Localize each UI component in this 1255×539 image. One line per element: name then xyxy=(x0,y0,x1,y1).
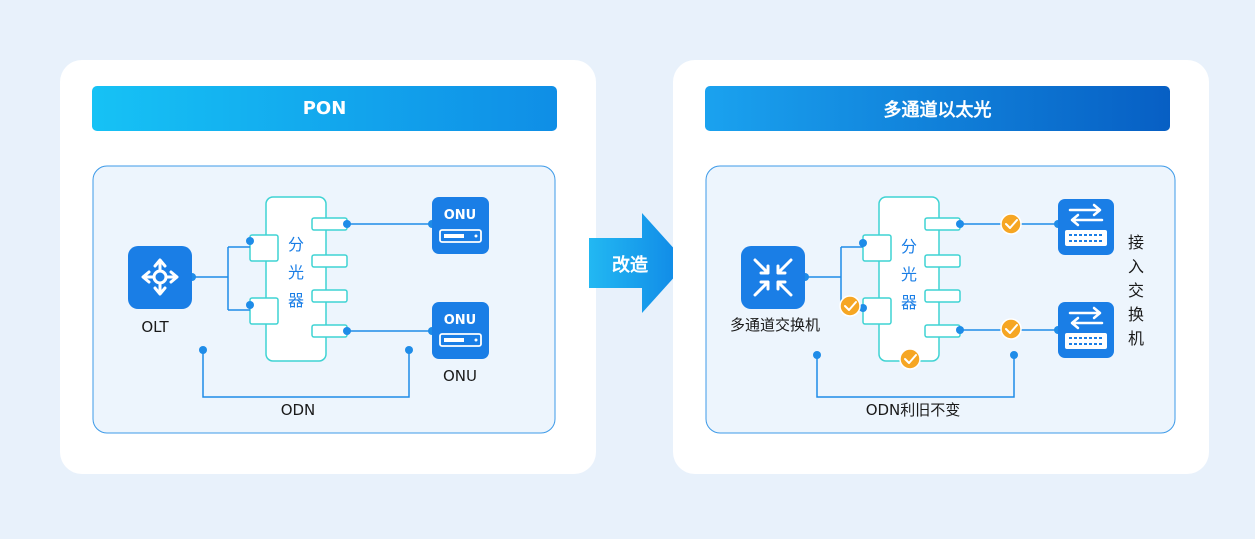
eth-odn-dot-left xyxy=(813,351,821,359)
eth-splitter-in-port-1 xyxy=(862,234,892,262)
pon-card: PON 分 光 器 xyxy=(60,60,596,474)
onu-icon-1 xyxy=(432,197,489,254)
eth-odn-bracket xyxy=(816,355,1015,398)
eth-splitter-in-port-2 xyxy=(862,297,892,325)
pon-splitter-out-port-1 xyxy=(311,217,348,231)
multichannel-switch-icon xyxy=(741,246,805,309)
eth-splitter-out-port-1 xyxy=(924,217,961,231)
check-icon-2 xyxy=(1000,318,1022,340)
access-switch-icon-1 xyxy=(1058,199,1114,255)
pon-splitter-in-dot-1 xyxy=(246,237,254,245)
eth-out-dot-1 xyxy=(956,220,964,228)
pon-title: PON xyxy=(92,86,557,131)
access-switch-char-3: 交 xyxy=(1128,281,1144,300)
check-icon-4 xyxy=(899,348,921,370)
access-switch-char-1: 接 xyxy=(1128,233,1144,252)
pon-network-diagram: 分 光 器 OLT xyxy=(92,165,556,434)
eth-splitter-out-port-2 xyxy=(924,254,961,268)
pon-splitter-char-1: 分 xyxy=(288,235,304,254)
ethernet-network-diagram: 分 光 器 xyxy=(705,165,1176,434)
onu-badge-2: ONU xyxy=(444,313,477,328)
pon-splitter-out-port-4 xyxy=(311,324,348,338)
pon-odn-dot-right xyxy=(405,346,413,354)
pon-splitter-char-2: 光 xyxy=(288,263,304,282)
pon-odn-label: ODN xyxy=(281,401,316,419)
pon-out-dot-1 xyxy=(343,220,351,228)
eth-odn-label: ODN利旧不变 xyxy=(866,401,961,419)
check-icon-1 xyxy=(1000,213,1022,235)
eth-splitter-char-1: 分 xyxy=(901,237,917,256)
eth-splitter-char-2: 光 xyxy=(901,265,917,284)
access-switch-char-2: 入 xyxy=(1128,257,1144,276)
onu-badge-1: ONU xyxy=(444,208,477,223)
onu-icon-2 xyxy=(432,302,489,359)
eth-splitter-char-3: 器 xyxy=(901,293,917,312)
ethernet-title: 多通道以太光 xyxy=(705,86,1170,131)
transform-arrow-label: 改造 xyxy=(612,254,648,276)
pon-splitter-out-port-2 xyxy=(311,254,348,268)
pon-splitter-out-port-3 xyxy=(311,289,348,303)
onu-label: ONU xyxy=(443,367,477,385)
pon-odn-bracket xyxy=(202,350,410,398)
pon-splitter-in-port-2 xyxy=(249,297,279,325)
eth-splitter-out-port-3 xyxy=(924,289,961,303)
access-switch-icon-2 xyxy=(1058,302,1114,358)
pon-splitter-body xyxy=(265,196,327,362)
olt-label: OLT xyxy=(141,318,169,336)
ethernet-card: 多通道以太光 分 光 器 xyxy=(673,60,1209,474)
eth-splitter-in-dot-2 xyxy=(859,304,867,312)
access-switch-char-4: 换 xyxy=(1128,305,1144,324)
multichannel-switch-label: 多通道交换机 xyxy=(730,316,820,334)
eth-odn-dot-right xyxy=(1010,351,1018,359)
pon-odn-dot-left xyxy=(199,346,207,354)
check-icon-3 xyxy=(839,295,861,317)
eth-splitter-out-port-4 xyxy=(924,324,961,338)
pon-olt-link xyxy=(192,246,250,311)
pon-splitter-in-dot-2 xyxy=(246,301,254,309)
pon-splitter-in-port-1 xyxy=(249,234,279,262)
olt-icon xyxy=(128,246,192,309)
eth-out-dot-2 xyxy=(956,326,964,334)
eth-splitter-in-dot-1 xyxy=(859,239,867,247)
eth-switch-link xyxy=(805,246,863,311)
pon-splitter-char-3: 器 xyxy=(288,291,304,310)
access-switch-char-5: 机 xyxy=(1128,329,1144,348)
pon-out-dot-2 xyxy=(343,327,351,335)
